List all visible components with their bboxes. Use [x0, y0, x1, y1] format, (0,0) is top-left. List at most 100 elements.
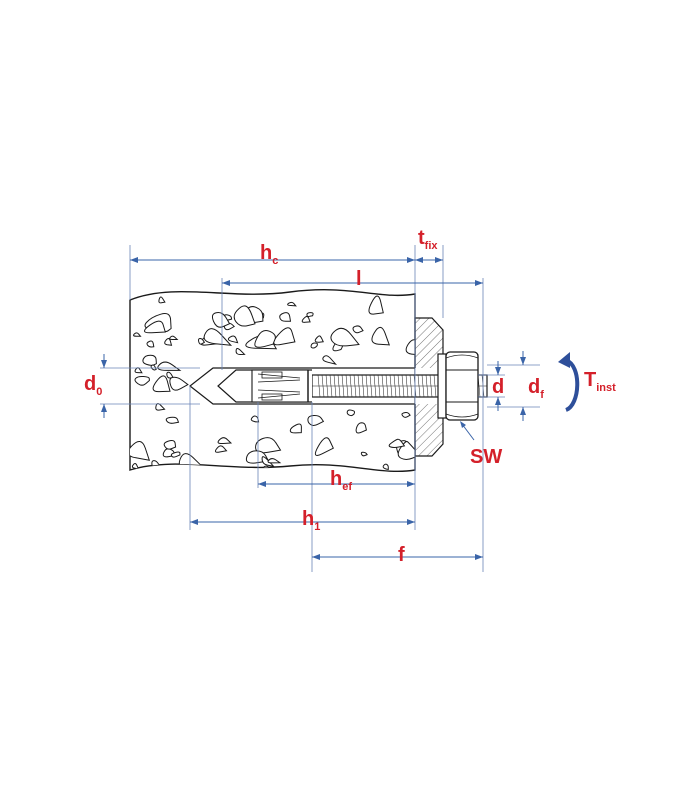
- aggregate-stone: [250, 415, 260, 423]
- dimension-arrowhead: [475, 280, 483, 286]
- thread-mark: [345, 374, 349, 398]
- label-sw: SW: [470, 446, 502, 468]
- aggregate-stone: [388, 438, 406, 448]
- dimension-arrowhead: [222, 280, 230, 286]
- thread-mark: [373, 374, 377, 398]
- sw-leader: [461, 423, 475, 441]
- thread-mark: [385, 374, 389, 398]
- aggregate-stone: [130, 441, 151, 461]
- thread-mark: [369, 374, 373, 398]
- expansion-sleeve: [251, 369, 309, 403]
- aggregate-stone: [382, 463, 389, 470]
- thread-mark: [417, 374, 421, 398]
- aggregate-stone: [134, 375, 150, 386]
- aggregate-stone: [163, 440, 177, 450]
- dimension-arrowhead: [130, 257, 138, 263]
- label-d0: d0: [84, 373, 102, 398]
- thread-mark: [389, 374, 393, 398]
- aggregate-stone: [322, 355, 338, 365]
- dimension-arrowhead: [101, 404, 107, 412]
- thread-mark: [409, 374, 413, 398]
- thread-mark: [361, 374, 365, 398]
- aggregate-stone: [360, 451, 368, 457]
- aggregate-stone: [170, 451, 181, 458]
- aggregate-stone: [203, 328, 233, 346]
- aggregate-stone: [169, 376, 189, 391]
- washer: [437, 353, 447, 419]
- thread-mark: [317, 374, 321, 398]
- thread-mark: [393, 374, 397, 398]
- aggregate-stone: [254, 329, 276, 348]
- aggregate-stone: [133, 332, 142, 337]
- aggregate-stone: [289, 423, 302, 434]
- aggregate-stone: [235, 348, 246, 356]
- aggregate-stone: [310, 342, 318, 349]
- dimension-arrowhead: [101, 360, 107, 368]
- thread-mark: [377, 374, 381, 398]
- aggregate-stone: [164, 338, 173, 346]
- thread-mark: [433, 374, 437, 398]
- label-d: d: [492, 376, 504, 398]
- aggregate-stone: [169, 335, 179, 341]
- label-l: l: [356, 268, 362, 290]
- label-df: df: [528, 376, 544, 401]
- aggregate-stone: [301, 316, 311, 323]
- thread-mark: [325, 374, 329, 398]
- aggregate-stone: [405, 339, 415, 356]
- dimension-arrowhead: [258, 481, 266, 487]
- dimension-arrowhead: [190, 519, 198, 525]
- thread-mark: [341, 374, 345, 398]
- label-tinst: Tinst: [584, 369, 616, 394]
- aggregate-stone: [146, 340, 155, 348]
- dimension-arrowhead: [495, 397, 501, 405]
- aggregate-stone: [371, 326, 391, 346]
- aggregate-stone: [352, 325, 364, 334]
- aggregate-stone: [211, 312, 231, 328]
- aggregate-stone: [346, 409, 356, 417]
- aggregate-stone: [165, 416, 180, 424]
- thread-mark: [365, 374, 369, 398]
- label-f: f: [398, 544, 405, 566]
- thread-mark: [381, 374, 385, 398]
- dimension-arrowhead: [475, 554, 483, 560]
- aggregate-stone: [355, 422, 367, 434]
- dimension-arrowhead: [312, 554, 320, 560]
- label-hc: hc: [260, 242, 278, 267]
- dimension-arrowhead: [520, 407, 526, 415]
- aggregate-stone: [314, 335, 324, 343]
- torque-arrow: [558, 352, 580, 412]
- aggregate-stone: [306, 312, 314, 317]
- aggregate-stone: [314, 437, 334, 456]
- thread-mark: [401, 374, 405, 398]
- dimension-lines: [101, 257, 526, 560]
- aggregate-stone: [227, 335, 239, 344]
- aggregate-stone: [152, 375, 171, 393]
- sw-leader-arrow: [460, 421, 466, 428]
- thread-mark: [357, 374, 361, 398]
- aggregate-stone: [158, 296, 166, 304]
- dimension-arrowhead: [435, 257, 443, 263]
- thread-mark: [425, 374, 429, 398]
- thread-mark: [337, 374, 341, 398]
- dimension-arrowhead: [407, 519, 415, 525]
- aggregate-stone: [401, 411, 411, 418]
- extension-lines: [100, 245, 540, 572]
- aggregate-stone: [198, 337, 206, 345]
- thread-mark: [353, 374, 357, 398]
- anchor-bolt: [217, 351, 488, 421]
- thread-mark: [421, 374, 425, 398]
- aggregate-stone: [233, 305, 256, 327]
- aggregate-stone: [279, 312, 292, 322]
- aggregate-stone: [217, 437, 233, 445]
- dimension-arrowhead: [495, 367, 501, 375]
- thread-mark: [429, 374, 433, 398]
- aggregate-stone: [330, 327, 360, 347]
- thread-mark: [333, 374, 337, 398]
- aggregate-stone: [267, 458, 282, 464]
- label-hef: hef: [330, 468, 352, 493]
- thread-mark: [397, 374, 401, 398]
- aggregate-stone: [255, 437, 282, 454]
- thread-mark: [405, 374, 409, 398]
- thread-mark: [349, 374, 353, 398]
